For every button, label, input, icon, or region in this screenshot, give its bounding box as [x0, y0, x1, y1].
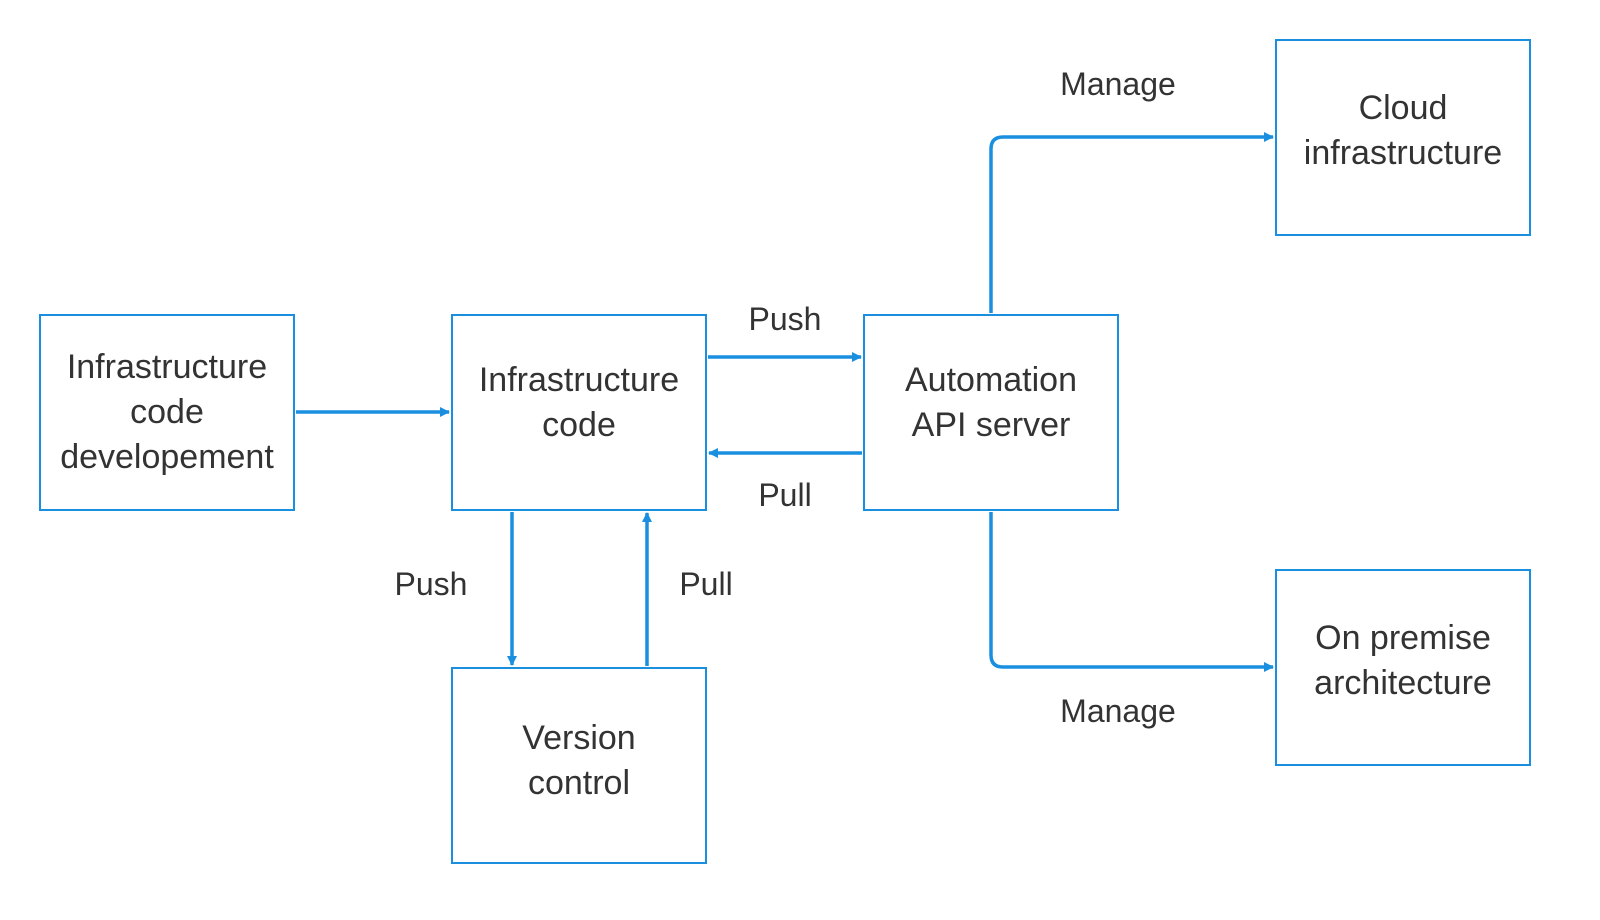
node-label: On premise architecture [1314, 618, 1492, 702]
edge-label-manage-onprem: Manage [1060, 693, 1176, 729]
node-on-premise-architecture: On premise architecture [1275, 569, 1531, 766]
node-infrastructure-code-development: Infrastructure code developement [39, 314, 295, 511]
edge-api-to-cloud-manage [989, 132, 1274, 313]
node-automation-api-server: Automation API server [863, 314, 1119, 511]
edge-label-pull-from-vcs: Pull [679, 566, 733, 602]
node-label: Automation API server [905, 360, 1077, 444]
node-version-control: Version control [451, 667, 707, 864]
edge-label-pull-from-api: Pull [758, 477, 812, 513]
node-label: Infrastructure code [478, 360, 680, 444]
node-label: Infrastructure code developement [60, 348, 274, 476]
node-infrastructure-code: Infrastructure code [451, 314, 707, 511]
node-label: Version control [522, 718, 636, 802]
edge-label-push-to-api: Push [748, 301, 822, 337]
node-cloud-infrastructure: Cloud infrastructure [1275, 39, 1531, 236]
edge-label-manage-cloud: Manage [1060, 66, 1176, 102]
edge-label-push-to-vcs: Push [394, 566, 468, 602]
node-label: Cloud infrastructure [1303, 88, 1503, 172]
edge-api-to-onprem-manage [989, 512, 1274, 672]
